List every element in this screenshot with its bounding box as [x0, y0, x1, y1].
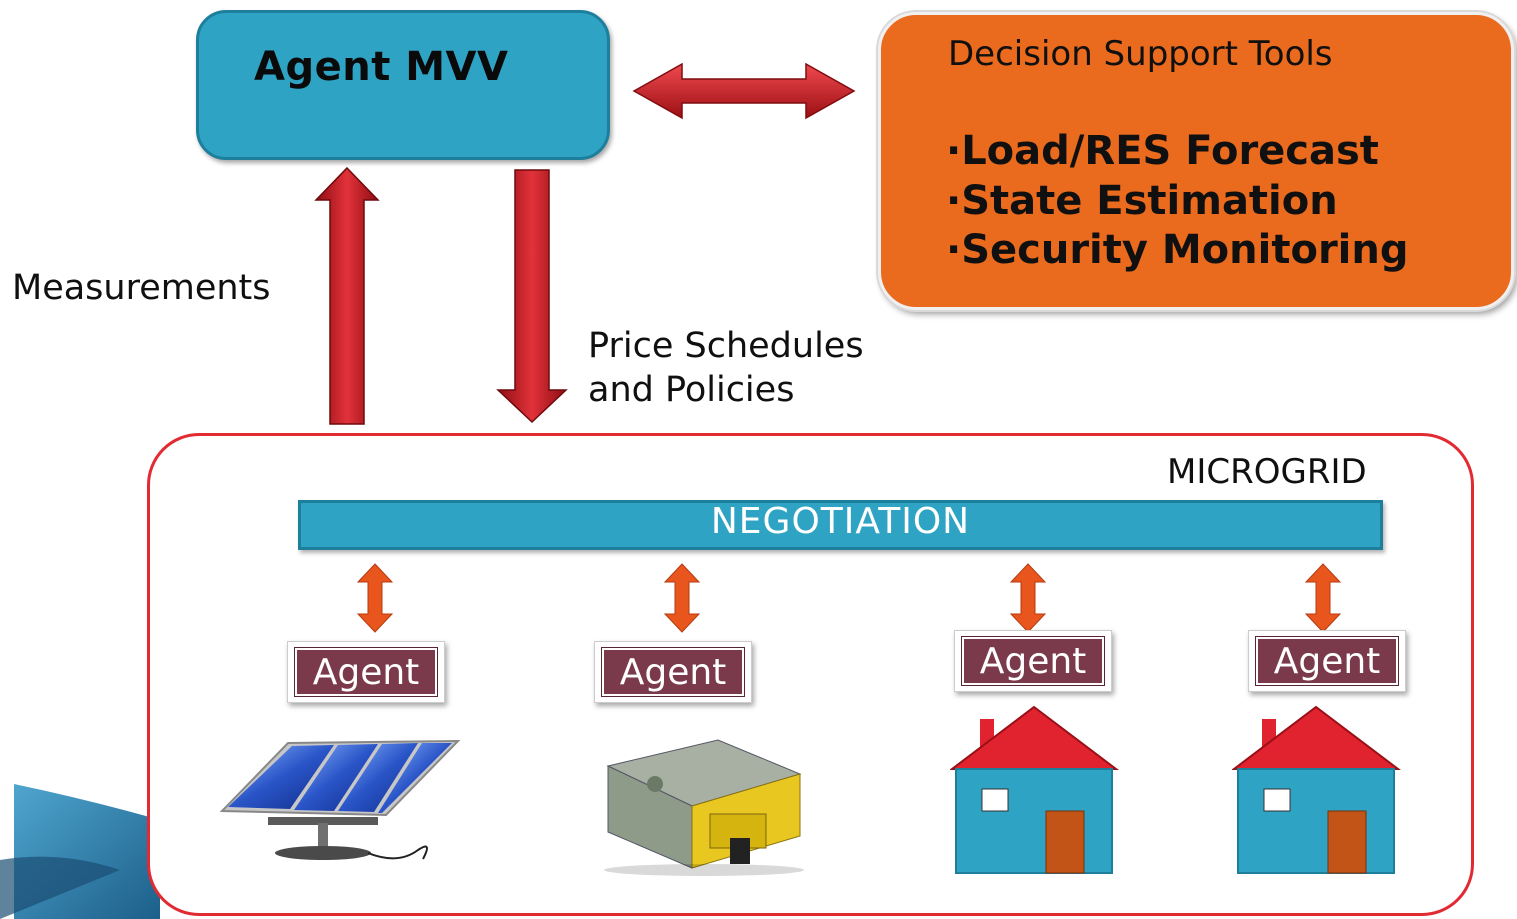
small-bidirectional-arrow-icon	[1009, 563, 1047, 633]
agent-label: Agent	[1255, 636, 1399, 686]
house-icon	[950, 705, 1119, 874]
negotiation-label: NEGOTIATION	[710, 501, 971, 542]
agent-mvv-label: Agent MVV	[254, 44, 509, 90]
decision-support-box	[878, 12, 1514, 310]
negotiation-bar	[298, 500, 1383, 550]
agent-box-house-1: Agent	[954, 630, 1112, 692]
house-icon	[1232, 705, 1401, 874]
agent-box-solar: Agent	[287, 641, 445, 703]
solar-panel-icon	[219, 739, 461, 860]
microgrid-label: MICROGRID	[1167, 452, 1367, 492]
small-bidirectional-arrow-icon	[1304, 563, 1342, 633]
decision-support-title: Decision Support Tools	[948, 34, 1333, 74]
dst-item-state-estimation: ·State Estimation	[946, 178, 1338, 224]
agent-label: Agent	[601, 647, 745, 697]
price-schedules-label: Price Schedules	[588, 326, 864, 366]
agent-label: Agent	[294, 647, 438, 697]
dst-item-load-forecast: ·Load/RES Forecast	[946, 128, 1379, 174]
dst-item-security-monitoring: ·Security Monitoring	[946, 227, 1409, 273]
agent-label: Agent	[961, 636, 1105, 686]
generator-icon	[604, 739, 804, 876]
small-bidirectional-arrow-icon	[356, 563, 394, 633]
up-arrow-icon	[314, 166, 380, 425]
bidirectional-arrow-icon	[632, 62, 856, 120]
agent-box-house-2: Agent	[1248, 630, 1406, 692]
corner-swoosh-decoration	[0, 784, 160, 919]
agent-box-generator: Agent	[594, 641, 752, 703]
down-arrow-icon	[496, 169, 568, 424]
small-bidirectional-arrow-icon	[663, 563, 701, 633]
measurements-label: Measurements	[12, 268, 271, 308]
agent-mvv-box	[196, 10, 610, 160]
and-policies-label: and Policies	[588, 370, 795, 410]
